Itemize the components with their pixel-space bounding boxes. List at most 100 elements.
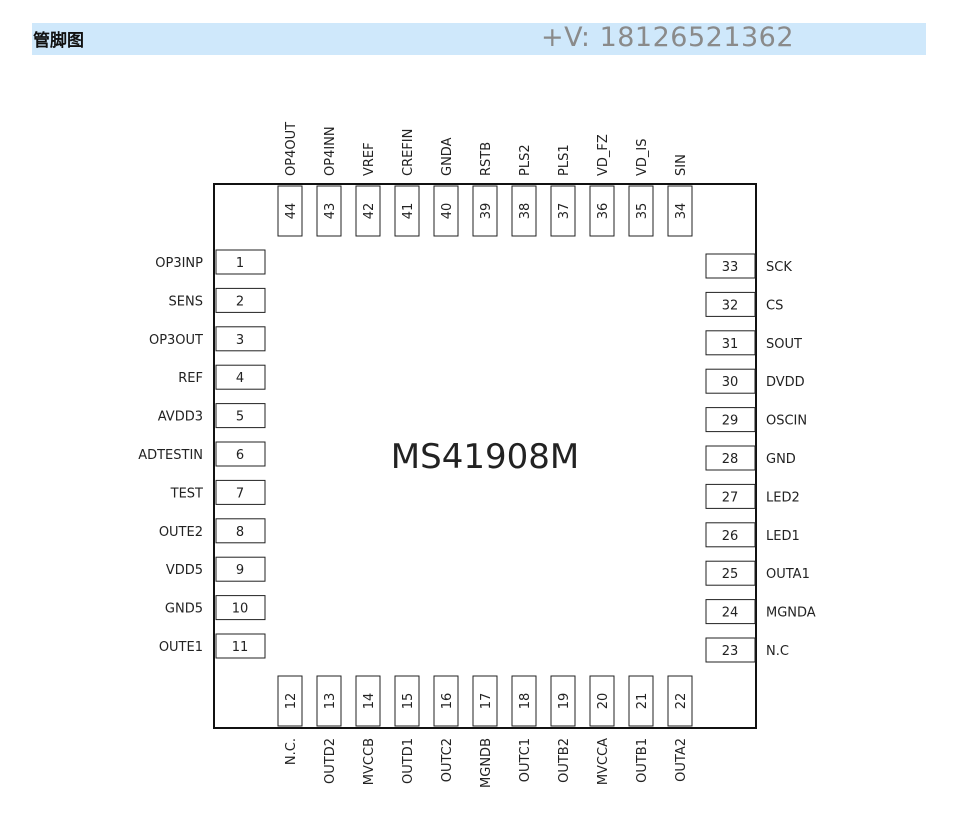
pin-box-41 [394,185,420,237]
pin-box-10 [215,595,266,621]
pin-box-4 [215,364,266,390]
pin-box-28 [705,445,756,471]
pin-label-30: DVDD [766,375,805,390]
pin-box-39 [472,185,498,237]
pin-label-4: REF [178,371,203,386]
pin-number-7: 7 [236,486,244,501]
pin-box-12 [277,675,303,727]
pin-box-29 [705,407,756,433]
pin-label-42: VREF [362,142,377,176]
pin-box-44 [277,185,303,237]
pin-label-27: LED2 [766,490,800,505]
header-bar [32,23,926,55]
pin-number-43: 43 [323,203,338,220]
pin-number-27: 27 [722,490,739,505]
pin-box-7 [215,479,266,505]
pin-number-21: 21 [635,693,650,710]
pin-number-1: 1 [236,256,244,271]
pin-box-16 [433,675,459,727]
pin-box-35 [628,185,654,237]
pin-box-25 [705,560,756,586]
pin-number-40: 40 [440,203,455,220]
pin-number-39: 39 [479,203,494,220]
pin-label-25: OUTA1 [766,567,810,582]
pin-number-41: 41 [401,203,416,220]
pin-number-4: 4 [236,371,244,386]
pin-box-27 [705,483,756,509]
pin-box-3 [215,326,266,352]
pin-label-13: OUTD2 [323,738,338,784]
pin-label-24: MGNDA [766,606,816,621]
pin-label-38: PLS2 [518,144,533,176]
pin-box-1 [215,249,266,275]
pin-number-5: 5 [236,410,244,425]
pin-number-14: 14 [362,693,377,710]
pin-box-37 [550,185,576,237]
pin-label-44: OP4OUT [284,122,299,176]
pin-label-41: CREFIN [401,129,416,176]
pin-box-18 [511,675,537,727]
pin-label-40: GNDA [440,137,455,176]
pin-number-18: 18 [518,693,533,710]
pin-number-37: 37 [557,203,572,220]
pin-label-31: SOUT [766,337,802,352]
pin-number-30: 30 [722,375,739,390]
pin-number-20: 20 [596,693,611,710]
pin-label-3: OP3OUT [149,333,203,348]
chip-body [213,183,757,729]
pin-label-7: TEST [170,486,203,501]
pin-number-23: 23 [722,644,739,659]
pin-label-1: OP3INP [155,256,203,271]
pin-number-32: 32 [722,298,739,313]
pin-number-28: 28 [722,452,739,467]
pin-number-22: 22 [674,693,689,710]
pin-label-26: LED1 [766,529,800,544]
pin-box-14 [355,675,381,727]
pin-label-28: GND [766,452,796,467]
pin-number-33: 33 [722,260,739,275]
pin-number-6: 6 [236,448,244,463]
pin-number-13: 13 [323,693,338,710]
pin-number-25: 25 [722,567,739,582]
pin-label-5: AVDD3 [158,410,203,425]
pin-number-17: 17 [479,693,494,710]
pin-label-10: GND5 [165,602,203,617]
pin-label-33: SCK [766,260,792,275]
pin-box-8 [215,518,266,544]
pin-label-20: MVCCA [596,738,611,785]
pin-label-19: OUTB2 [557,738,572,783]
pin-box-15 [394,675,420,727]
pin-label-18: OUTC1 [518,738,533,782]
pins-group: 1OP3INP2SENS3OP3OUT4REF5AVDD36ADTESTIN7T… [138,122,816,788]
pin-box-13 [316,675,342,727]
pin-label-11: OUTE1 [159,640,203,655]
pin-label-15: OUTD1 [401,738,416,784]
pin-label-22: OUTA2 [674,738,689,782]
pin-number-38: 38 [518,203,533,220]
pin-box-17 [472,675,498,727]
pin-label-36: VD_FZ [596,134,611,176]
pin-box-23 [705,637,756,663]
pin-number-12: 12 [284,693,299,710]
pin-box-32 [705,291,756,317]
pin-box-40 [433,185,459,237]
pin-box-5 [215,403,266,429]
pin-number-11: 11 [232,640,249,655]
pin-label-32: CS [766,298,783,313]
pin-number-36: 36 [596,203,611,220]
pin-label-37: PLS1 [557,144,572,176]
pin-box-31 [705,330,756,356]
pin-box-2 [215,287,266,313]
pin-box-22 [667,675,693,727]
pin-label-39: RSTB [479,142,494,176]
pin-number-2: 2 [236,294,244,309]
pin-number-9: 9 [236,563,244,578]
pin-number-8: 8 [236,525,244,540]
pin-box-9 [215,556,266,582]
pin-box-24 [705,599,756,625]
pin-number-15: 15 [401,693,416,710]
pin-label-16: OUTC2 [440,738,455,782]
pin-label-17: MGNDB [479,738,494,788]
pin-box-19 [550,675,576,727]
pin-number-10: 10 [232,602,249,617]
